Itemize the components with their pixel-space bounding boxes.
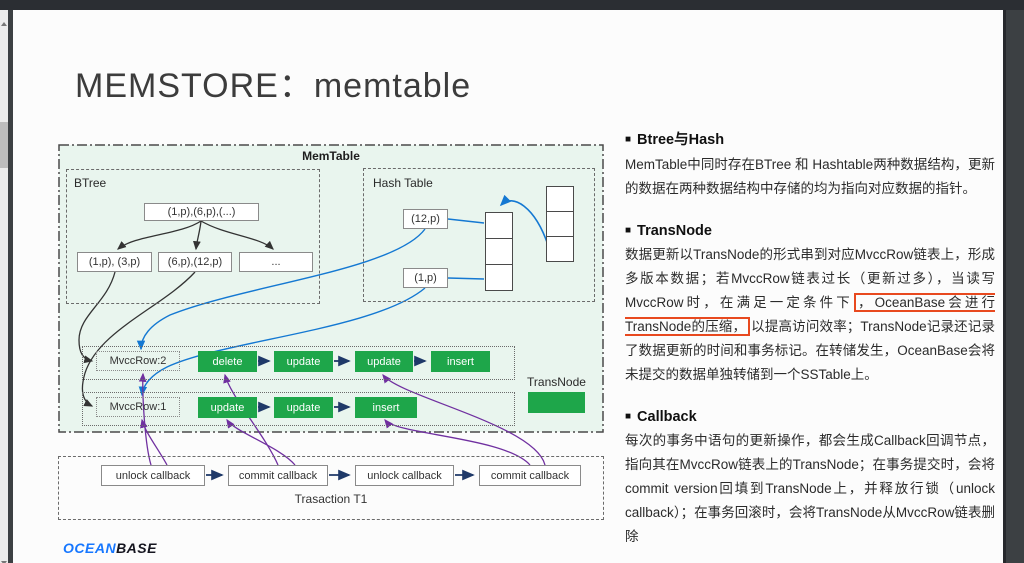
- notes-column: ■Btree与Hash MemTable中同时存在BTree 和 Hashtab…: [625, 128, 995, 563]
- page-title: MEMSTORE：memtable: [75, 67, 472, 105]
- btree-label: BTree: [74, 176, 107, 190]
- section-callback: ■Callback 每次的事务中语句的更新操作，都会生成Callback回调节点…: [625, 409, 995, 549]
- mvccrow-chain-box: [82, 346, 515, 380]
- highlight-annotation: ，OceanBase会进行TransNode的压缩，: [625, 293, 995, 336]
- scrollbar-track[interactable]: [0, 10, 8, 563]
- callback-node: unlock callback: [101, 465, 205, 486]
- transnode-box: insert: [431, 351, 490, 372]
- hash-slot-stack: [546, 186, 574, 262]
- transnode-box: update: [198, 397, 257, 418]
- scroll-up-icon[interactable]: [1, 22, 7, 26]
- btree-leaf-node: (6,p),(12,p): [158, 252, 232, 272]
- mvccrow-chain-box: [82, 392, 515, 426]
- memtable-label: MemTable: [302, 149, 360, 163]
- transnode-box: update: [274, 397, 333, 418]
- transaction-label: Trasaction T1: [294, 492, 368, 506]
- transnode-box: update: [355, 351, 413, 372]
- callback-node: unlock callback: [355, 465, 454, 486]
- section-heading: ■Btree与Hash: [625, 132, 725, 148]
- section-body: 每次的事务中语句的更新操作，都会生成Callback回调节点，指向其在MvccR…: [625, 433, 995, 544]
- section-heading: ■TransNode: [625, 223, 712, 239]
- scroll-down-icon[interactable]: [1, 561, 7, 563]
- transnode-box: update: [274, 351, 333, 372]
- callback-node: commit callback: [479, 465, 581, 486]
- callback-node: commit callback: [228, 465, 328, 486]
- scrollbar-thumb[interactable]: [0, 122, 8, 168]
- section-btree-hash: ■Btree与Hash MemTable中同时存在BTree 和 Hashtab…: [625, 128, 995, 201]
- oceanbase-logo: OCEANBASE: [63, 540, 157, 556]
- btree-leaf-node: (1,p), (3,p): [77, 252, 152, 272]
- bullet-icon: ■: [625, 411, 632, 422]
- hash-table-label: Hash Table: [373, 176, 433, 190]
- section-body: MemTable中同时存在BTree 和 Hashtable两种数据结构，更新的…: [625, 157, 995, 196]
- bullet-icon: ■: [625, 134, 632, 145]
- mvccrow-label-box: MvccRow:1: [96, 397, 180, 417]
- transnode-box: delete: [198, 351, 257, 372]
- hash-bucket-node: (1,p): [403, 268, 448, 288]
- mvccrow-label-box: MvccRow:2: [96, 351, 180, 371]
- window-top-bar: [0, 0, 1024, 10]
- hash-bucket-node: (12,p): [403, 209, 448, 229]
- transnode-legend-box: [528, 392, 585, 413]
- transnode-legend-label: TransNode: [527, 375, 586, 389]
- section-heading: ■Callback: [625, 409, 697, 425]
- transnode-box: insert: [355, 397, 417, 418]
- section-transnode: ■TransNode 数据更新以TransNode的形式串到对应MvccRow链…: [625, 223, 995, 387]
- btree-root-node: (1,p),(6,p),(...): [144, 203, 259, 221]
- transaction-box: [58, 456, 604, 520]
- btree-box: [66, 169, 320, 304]
- slide-page: MEMSTORE：memtable: [13, 10, 1006, 563]
- hash-slot-stack: [485, 212, 513, 291]
- section-body: 数据更新以TransNode的形式串到对应MvccRow链表上，形成多版本数据；…: [625, 247, 996, 382]
- hash-table-box: [363, 168, 595, 302]
- btree-leaf-node: ...: [239, 252, 313, 272]
- bullet-icon: ■: [625, 225, 632, 236]
- memtable-diagram: MemTable BTree (1,p),(6,p),(...) (1,p), …: [55, 135, 625, 535]
